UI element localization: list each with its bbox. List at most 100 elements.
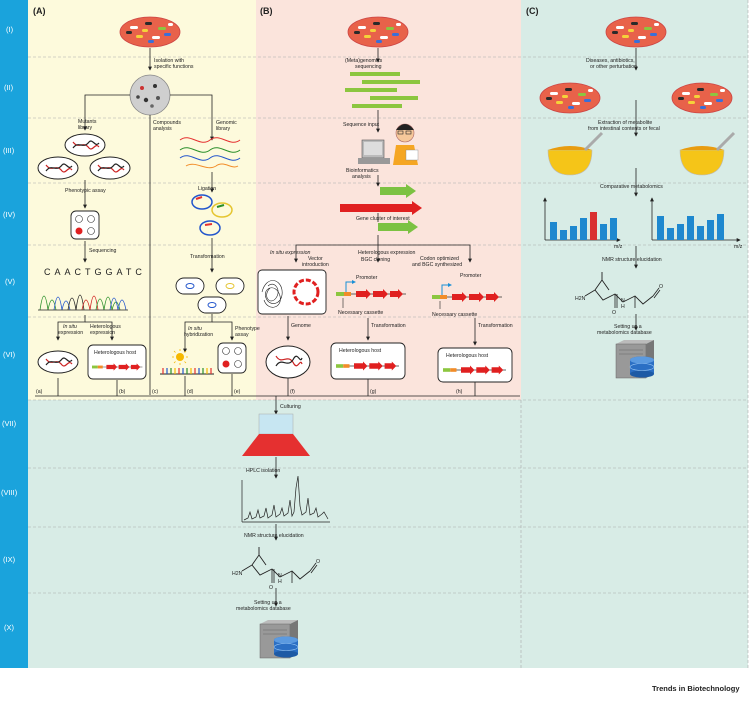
molecule-n-b: N bbox=[278, 573, 282, 579]
hybridization-label-line2: hybridization bbox=[184, 332, 213, 338]
path-label-h: (h) bbox=[456, 389, 463, 395]
row-label-3: (III) bbox=[3, 146, 15, 155]
row-label-2: (II) bbox=[4, 83, 14, 92]
mutant-cell-icon bbox=[37, 156, 79, 180]
heterologous-host-label-a: Heterologous host bbox=[94, 350, 137, 356]
vector-label-line1: Vector bbox=[308, 256, 323, 262]
publisher-credit: Trends in Biotechnology bbox=[652, 684, 740, 693]
genomic-label-line1: Genomic bbox=[216, 120, 237, 126]
gut-perturbed-icon-1 bbox=[539, 82, 601, 114]
panel-b-title: (B) bbox=[260, 6, 273, 16]
genome-tangle-icon bbox=[261, 280, 283, 308]
hybridization-probe-icon bbox=[160, 368, 214, 375]
necessary-cassette-label-2: Necessary cassette bbox=[432, 312, 477, 318]
gut-microbiota-icon-b bbox=[347, 16, 409, 48]
row-label-10: (X) bbox=[4, 623, 15, 632]
path-label-d: (d) bbox=[187, 389, 194, 395]
bgc-cloning-label: BGC cloning bbox=[361, 257, 390, 263]
panel-c-title: (C) bbox=[526, 6, 539, 16]
molecule-n-c: N bbox=[621, 298, 625, 304]
sequence-input-label: Sequence input bbox=[343, 122, 380, 128]
heterologous-host-box-a bbox=[87, 344, 147, 380]
row-separators bbox=[28, 0, 749, 668]
molecule-h2n-b: H2N bbox=[232, 571, 243, 577]
gene-cluster-label: Gene cluster of interest bbox=[356, 216, 410, 222]
path-label-e: (e) bbox=[234, 389, 241, 395]
panel-a: Isolation with specific functions Mutant… bbox=[35, 16, 520, 397]
insitu-expression-label-line1: In situ bbox=[63, 324, 77, 330]
metagenomics-label-line2: sequencing bbox=[355, 64, 382, 70]
row-label-6: (VI) bbox=[3, 350, 16, 359]
metabolomics-bar-chart-2: m/z bbox=[650, 197, 743, 250]
database-server-icon-c bbox=[615, 339, 655, 379]
molecule-h-c: H bbox=[621, 304, 625, 310]
ligation-label: Ligation bbox=[198, 186, 216, 192]
molecule-structure-bottom: H2N O H N O bbox=[232, 546, 320, 591]
setting-label-c2: metabolomics database bbox=[597, 330, 652, 336]
extraction-flask-icon-2 bbox=[679, 131, 736, 176]
heterologous-host-label-h: Heterologous host bbox=[446, 353, 489, 359]
panel-c: Diseases, antibiotics, or other perturba… bbox=[539, 16, 743, 379]
chromatogram-icon bbox=[38, 294, 128, 311]
promoter-label-1: Promoter bbox=[356, 275, 378, 281]
database-server-icon-bottom bbox=[259, 619, 299, 659]
setting-label-b2: metabolomics database bbox=[236, 606, 291, 612]
molecule-o1-b: O bbox=[269, 585, 273, 591]
insitu-cell-icon bbox=[37, 350, 79, 374]
heterologous-host-label-g: Heterologous host bbox=[339, 348, 382, 354]
genomic-label-line2: library bbox=[216, 126, 231, 132]
compounds-label-line2: analysis bbox=[153, 126, 172, 132]
genome-label: Genome bbox=[291, 323, 311, 329]
mutant-cell-icon bbox=[64, 133, 106, 157]
mutants-label-line2: library bbox=[78, 125, 93, 131]
insitu-expression-label-b: In situ expression bbox=[270, 250, 310, 256]
vector-label-line2: introduction bbox=[302, 262, 329, 268]
phenotype-plate-icon bbox=[217, 342, 247, 374]
bioinformatics-label-line1: Bioinformatics bbox=[346, 168, 379, 174]
transformed-cells-icon bbox=[175, 277, 245, 314]
nmr-label-bottom: NMR structure elucidation bbox=[244, 533, 304, 539]
hplc-chromatogram-icon bbox=[241, 475, 330, 523]
culture-flask-icon bbox=[242, 413, 310, 456]
diseases-label-line1: Diseases, antibiotics, bbox=[586, 58, 635, 64]
panel-a-background bbox=[28, 0, 256, 400]
setting-label-b1: Setting up a bbox=[254, 600, 282, 606]
molecule-structure-c: H2N O H N O bbox=[575, 271, 663, 316]
molecule-h-b: H bbox=[278, 579, 282, 585]
panel-a-title: (A) bbox=[33, 6, 46, 16]
panel-b-background bbox=[256, 0, 521, 400]
molecule-o1-c: O bbox=[612, 310, 616, 316]
gut-microbiota-icon bbox=[119, 16, 181, 48]
bioinformatics-workstation-icon bbox=[358, 123, 419, 165]
panel-b: (Meta)genomics sequencing Sequence input… bbox=[257, 16, 513, 396]
plasmid-icon bbox=[292, 278, 320, 306]
molecule-o2-b: O bbox=[316, 559, 320, 565]
hplc-label: HPLC isolation bbox=[246, 468, 280, 474]
nmr-label-c: NMR structure elucidation bbox=[602, 257, 662, 263]
sequence-reads-icon bbox=[345, 72, 420, 108]
heterologous-expression-label-b: Heterologous expression bbox=[358, 250, 415, 256]
panel-c-background bbox=[521, 0, 748, 400]
row-label-7: (VII) bbox=[2, 419, 17, 428]
insitu-expression-label-line2: expression bbox=[58, 330, 83, 336]
compounds-label-line1: Compounds bbox=[153, 120, 181, 126]
metagenomics-label-line1: (Meta)genomics bbox=[345, 58, 383, 64]
row-index-bar bbox=[0, 0, 28, 668]
transformation-label-b1: Transformation bbox=[371, 323, 406, 329]
codon-label-line1: Codon optimized bbox=[420, 256, 459, 262]
mutant-cell-icon bbox=[89, 156, 131, 180]
phenotypic-assay-label: Phenotypic assay bbox=[65, 188, 106, 194]
gene-cluster-arrows-icon bbox=[340, 184, 422, 234]
sequencing-label: Sequencing bbox=[89, 248, 117, 254]
comparative-metabolomics-label: Comparative metabolomics bbox=[600, 184, 663, 190]
path-label-c: (c) bbox=[152, 389, 158, 395]
assay-plate-icon bbox=[70, 210, 100, 240]
row-label-9: (IX) bbox=[3, 555, 16, 564]
extraction-label-line2: from intestinal contents or fecal bbox=[588, 126, 660, 132]
transformation-label-a: Transformation bbox=[190, 254, 225, 260]
hetero-expression-label-line1: Heterologous bbox=[90, 324, 121, 330]
row-labels: (I) (II) (III) (IV) (V) (VI) (VII) (VIII… bbox=[1, 25, 18, 632]
extraction-flask-icon-1 bbox=[547, 131, 604, 176]
path-label-f: (f) bbox=[290, 389, 295, 395]
